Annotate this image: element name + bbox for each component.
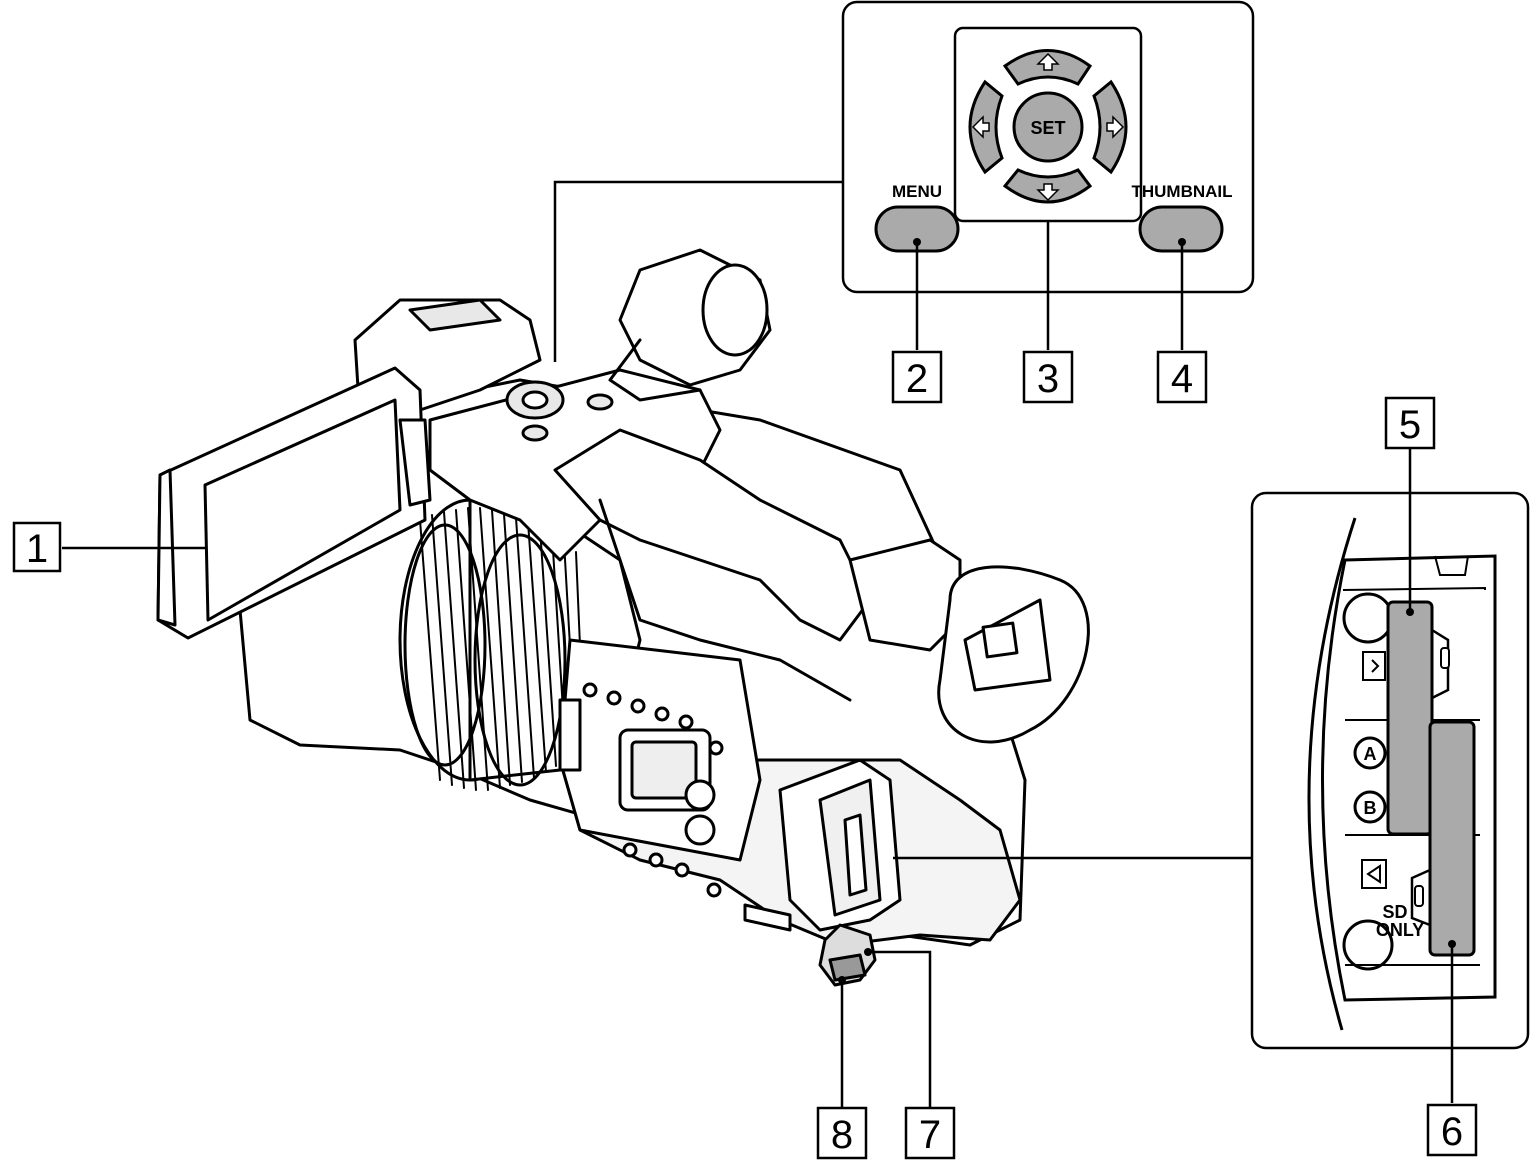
dpad-left-button[interactable] (968, 79, 1004, 175)
callout-5: 5 (1384, 396, 1436, 450)
set-label: SET (1030, 118, 1065, 138)
leader-lines (62, 180, 1454, 1108)
svg-text:A: A (1364, 744, 1377, 764)
svg-text:5: 5 (1399, 403, 1421, 447)
set-button[interactable]: SET (1012, 91, 1084, 163)
arrow-up-icon (1036, 52, 1060, 71)
callout-2: 2 (891, 350, 943, 404)
dpad-right-button[interactable] (1092, 79, 1128, 175)
menu-label: MENU (892, 182, 942, 201)
callout-1: 1 (12, 521, 62, 573)
svg-text:1: 1 (26, 527, 48, 571)
arrow-right-icon (1106, 115, 1125, 139)
callout-8: 8 (816, 1106, 868, 1160)
sd-only-label-line1: SD (1382, 902, 1407, 922)
svg-text:8: 8 (831, 1113, 853, 1157)
card-slot-inset: A B SD ONLY (1250, 491, 1530, 1050)
arrow-down-icon (1036, 183, 1060, 202)
dpad-up-button[interactable] (1002, 49, 1093, 86)
leader-dots (838, 238, 1456, 984)
callout-6: 6 (1426, 1103, 1478, 1157)
svg-text:4: 4 (1171, 357, 1193, 401)
svg-text:7: 7 (919, 1113, 941, 1157)
memory-card-slot-b[interactable] (1428, 720, 1476, 957)
slot-a-badge: A (1353, 736, 1387, 770)
svg-text:6: 6 (1441, 1110, 1463, 1154)
slot-b-badge: B (1353, 790, 1387, 824)
dpad-down-button[interactable] (1002, 168, 1093, 204)
camcorder-illustration (156, 248, 1090, 987)
arrow-left-icon (971, 115, 990, 139)
svg-text:2: 2 (906, 357, 928, 401)
thumbnail-label: THUMBNAIL (1131, 182, 1232, 201)
callout-7: 7 (904, 1106, 956, 1160)
control-buttons-inset: SET MENU THUMBNAIL (841, 0, 1255, 294)
svg-text:B: B (1364, 798, 1377, 818)
sd-only-label-line2: ONLY (1376, 920, 1424, 940)
callout-4: 4 (1156, 350, 1208, 404)
memory-card-slot-a[interactable] (1386, 600, 1434, 836)
callout-3: 3 (1022, 350, 1074, 404)
svg-text:3: 3 (1037, 357, 1059, 401)
